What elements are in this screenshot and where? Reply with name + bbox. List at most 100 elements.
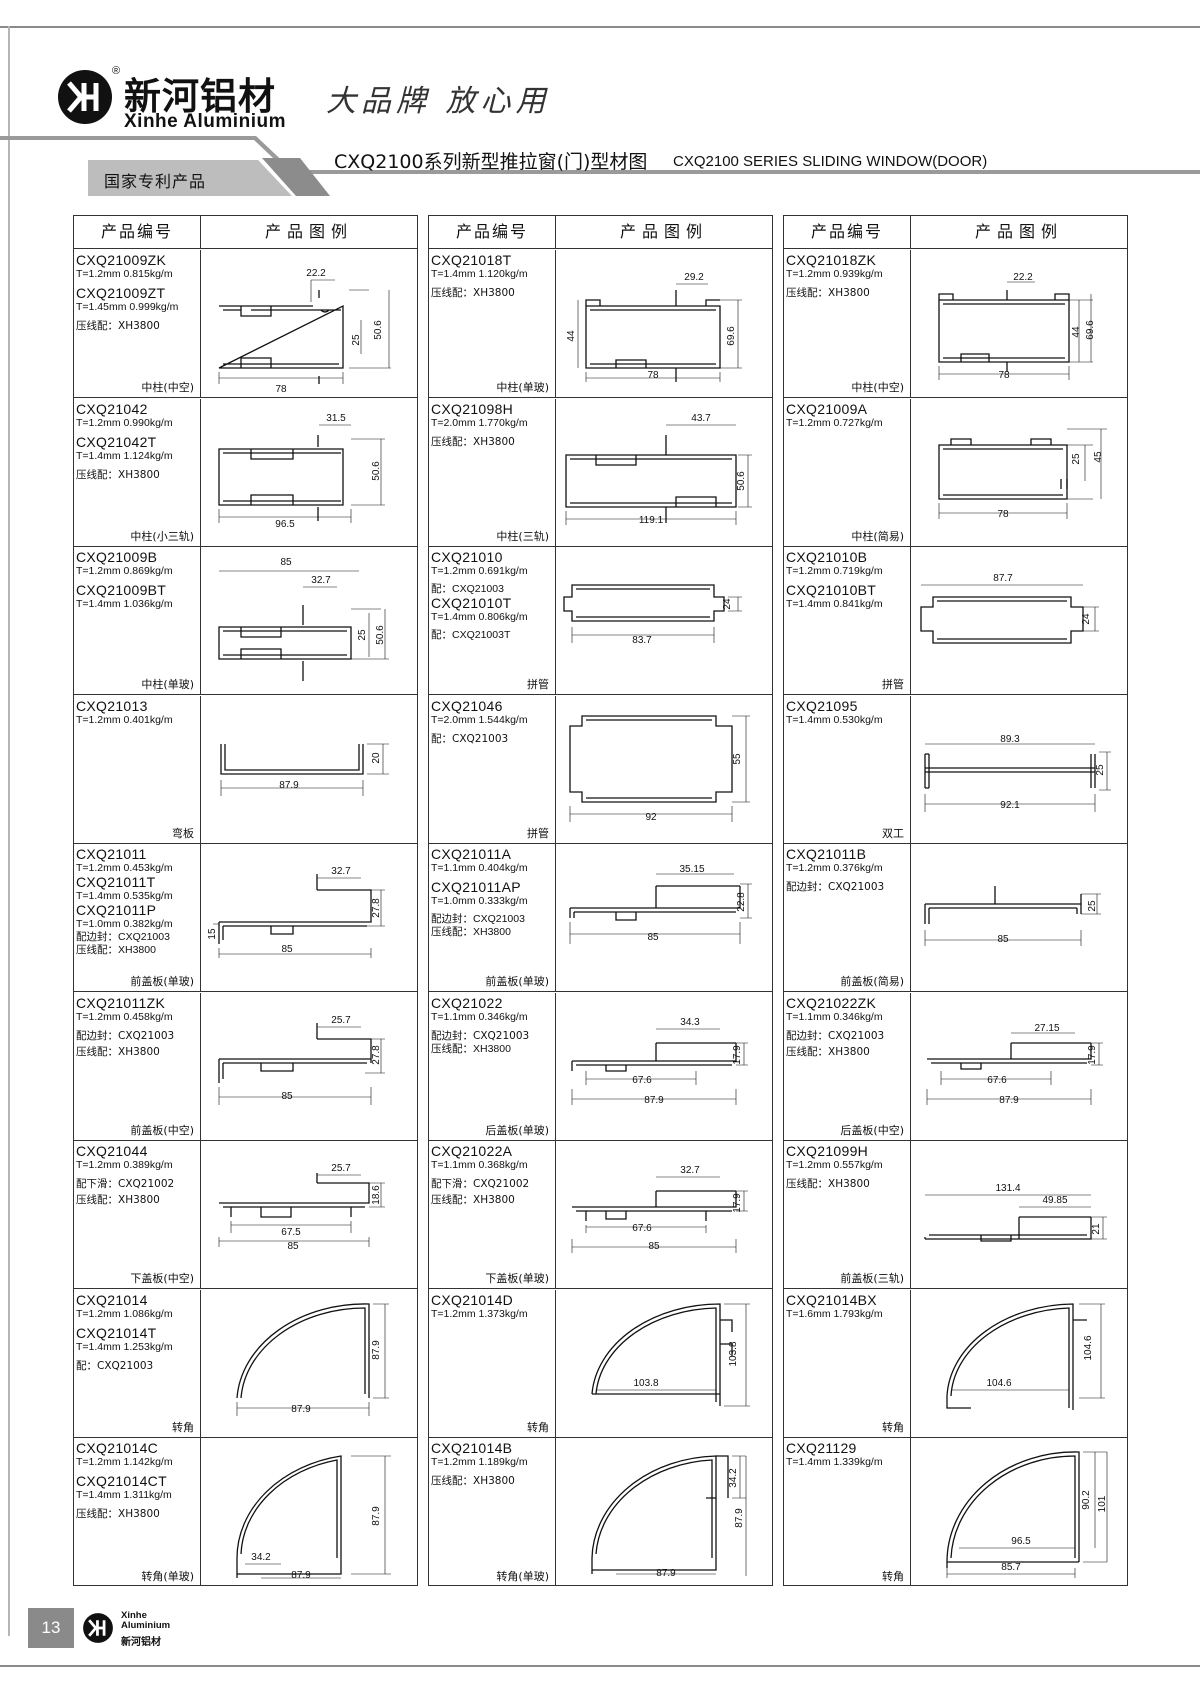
product-spec: T=1.1mm 0.368kg/m [431, 1159, 528, 1171]
profile-outline [219, 1173, 370, 1218]
dimension-label: 27.8 [371, 898, 382, 918]
product-code: CXQ21022A [431, 1143, 513, 1159]
dimension-label: 17.9 [732, 1193, 743, 1213]
profile-outline [592, 1318, 733, 1395]
dimension-label: 87.9 [371, 1506, 382, 1526]
dimension-label: 31.5 [326, 413, 346, 424]
product-note: 配边封：CXQ21003 [786, 881, 885, 893]
product-code: CXQ21129 [786, 1440, 857, 1456]
profile-outline [938, 290, 1070, 372]
product-type: 前盖板(三轨) [840, 1272, 904, 1285]
dimension-label: 67.6 [632, 1223, 652, 1234]
product-code: CXQ21014CT [76, 1473, 167, 1489]
dimension-label: 44 [566, 330, 577, 342]
dimension-label: 17.9 [1087, 1044, 1098, 1064]
product-code: CXQ21011AP [431, 879, 521, 895]
dimension-label: 69.6 [1085, 320, 1096, 340]
dimension-label: 25 [1095, 764, 1106, 776]
product-spec: T=1.2mm 0.557kg/m [786, 1159, 883, 1171]
product-note: 压线配：XH3800 [431, 287, 515, 299]
profile-outline [572, 1190, 737, 1221]
product-code: CXQ21009B [76, 549, 158, 565]
product-code: CXQ21042 [76, 400, 148, 417]
dimension-line [245, 1455, 391, 1579]
product-code: CXQ21011 [76, 846, 147, 862]
dimension-label: 87.9 [291, 1404, 311, 1415]
product-note: 配边封：CXQ21003 [76, 1029, 175, 1042]
footer-brand-en: Xinhe Aluminium [121, 1611, 170, 1631]
dimension-line [571, 596, 742, 643]
cell-divider [200, 992, 201, 1141]
dimension-label: 85 [281, 1091, 293, 1102]
cell-divider [910, 844, 911, 992]
header-product-code: 产品编号 [74, 216, 201, 248]
profile-outline [595, 454, 717, 507]
profile-outline [250, 448, 294, 505]
profile-outline [591, 1302, 721, 1406]
dimension-label: 85 [281, 944, 293, 955]
dimension-label: 104.6 [1083, 1335, 1094, 1360]
profile-outline [585, 299, 720, 368]
dimension-label: 22.8 [736, 892, 747, 912]
dimension-label: 87.9 [999, 1095, 1019, 1106]
dimension-label: 15 [207, 928, 218, 940]
product-code: CXQ21014D [431, 1291, 514, 1308]
cell-divider [200, 398, 201, 547]
product-note: 压线配：XH3800 [76, 468, 160, 481]
profile-outline [946, 1318, 1087, 1409]
profile-drawing: 32.717.967.685 [571, 1165, 748, 1253]
profile-drawing: 87.934.287.9 [236, 1455, 391, 1581]
cell-divider [200, 1438, 201, 1586]
profile-drawing: 31.550.696.5 [218, 413, 385, 530]
dimension-label: 45 [1093, 451, 1104, 463]
product-spec: T=1.1mm 0.404kg/m [431, 862, 528, 874]
header-product-figure: 产品图例 [974, 222, 1063, 241]
cell-divider [910, 992, 911, 1141]
dimension-label: 101 [1097, 1495, 1108, 1512]
dimension-line [569, 715, 750, 822]
dimension-label: 43.7 [691, 413, 711, 424]
dimension-line [236, 1303, 389, 1416]
dimension-label: 85 [280, 557, 292, 568]
cell-divider [555, 1141, 556, 1289]
dimension-label: 27.15 [1034, 1023, 1059, 1034]
dimension-label: 85 [997, 934, 1009, 945]
profile-outline [946, 1451, 1080, 1563]
page-title-en: CXQ2100 SERIES SLIDING WINDOW(DOOR) [673, 153, 988, 170]
product-spec: T=1.2mm 0.691kg/m [431, 565, 528, 577]
title-band [0, 136, 1200, 196]
product-spec: T=1.2mm 0.389kg/m [76, 1159, 173, 1171]
profile-outline [218, 1022, 372, 1083]
product-note: 配边封：CXQ21003 [431, 1029, 530, 1042]
profile-outline [927, 1041, 1092, 1064]
dimension-label: 34.3 [680, 1017, 700, 1028]
product-spec: 配：CXQ21003 [431, 583, 504, 595]
profile-outline [569, 885, 741, 918]
product-code: CXQ21098H [431, 400, 514, 417]
profile-outline [218, 874, 372, 944]
profile-outline [220, 743, 364, 775]
product-code: CXQ21014C [76, 1440, 159, 1456]
dimension-label: 103.8 [633, 1378, 658, 1389]
dimension-label: 87.9 [371, 1339, 382, 1359]
panel-header: 产品编号产品图例 [74, 216, 417, 249]
top-rule [0, 26, 1200, 28]
dimension-label: 92.1 [1000, 800, 1020, 811]
